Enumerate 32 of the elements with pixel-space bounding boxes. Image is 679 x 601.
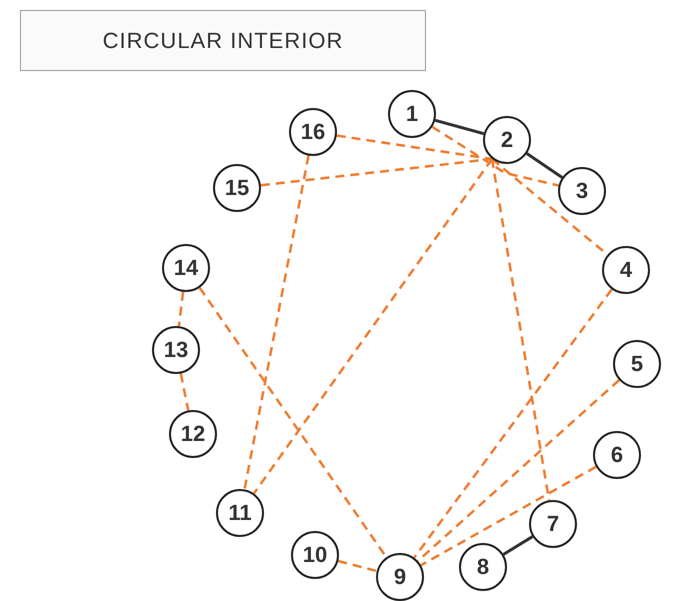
node-circle: 2 xyxy=(483,116,531,164)
node-circle: 12 xyxy=(169,410,217,458)
node-circle: 14 xyxy=(162,244,210,292)
node-circle: 5 xyxy=(613,340,661,388)
dashed-connector xyxy=(490,158,550,501)
dashed-connector xyxy=(180,373,190,411)
node-circle: 4 xyxy=(602,246,650,294)
node-circle: 16 xyxy=(289,108,337,156)
dashed-connector xyxy=(252,158,494,494)
connector-line xyxy=(434,118,484,136)
connector-line xyxy=(502,535,534,556)
node-circle: 10 xyxy=(291,531,339,579)
node-circle: 7 xyxy=(529,500,577,548)
node-circle: 6 xyxy=(593,431,641,479)
node-circle: 3 xyxy=(558,167,606,215)
node-circle: 13 xyxy=(152,326,200,374)
node-circle: 8 xyxy=(459,543,507,591)
node-circle: 11 xyxy=(216,489,264,537)
dashed-connector xyxy=(260,158,492,187)
node-circle: 15 xyxy=(213,164,261,212)
title-box: CIRCULAR INTERIOR xyxy=(20,10,426,71)
dashed-connector xyxy=(178,292,184,326)
connector-line xyxy=(526,152,563,179)
dashed-connector xyxy=(338,560,378,572)
dashed-connector xyxy=(336,134,492,160)
dashed-connector xyxy=(413,288,613,558)
dashed-connector xyxy=(417,379,620,562)
node-circle: 9 xyxy=(376,553,424,601)
dashed-connector xyxy=(243,155,310,490)
dashed-connector xyxy=(432,126,559,187)
node-circle: 1 xyxy=(388,90,436,138)
dashed-connector xyxy=(420,466,597,566)
